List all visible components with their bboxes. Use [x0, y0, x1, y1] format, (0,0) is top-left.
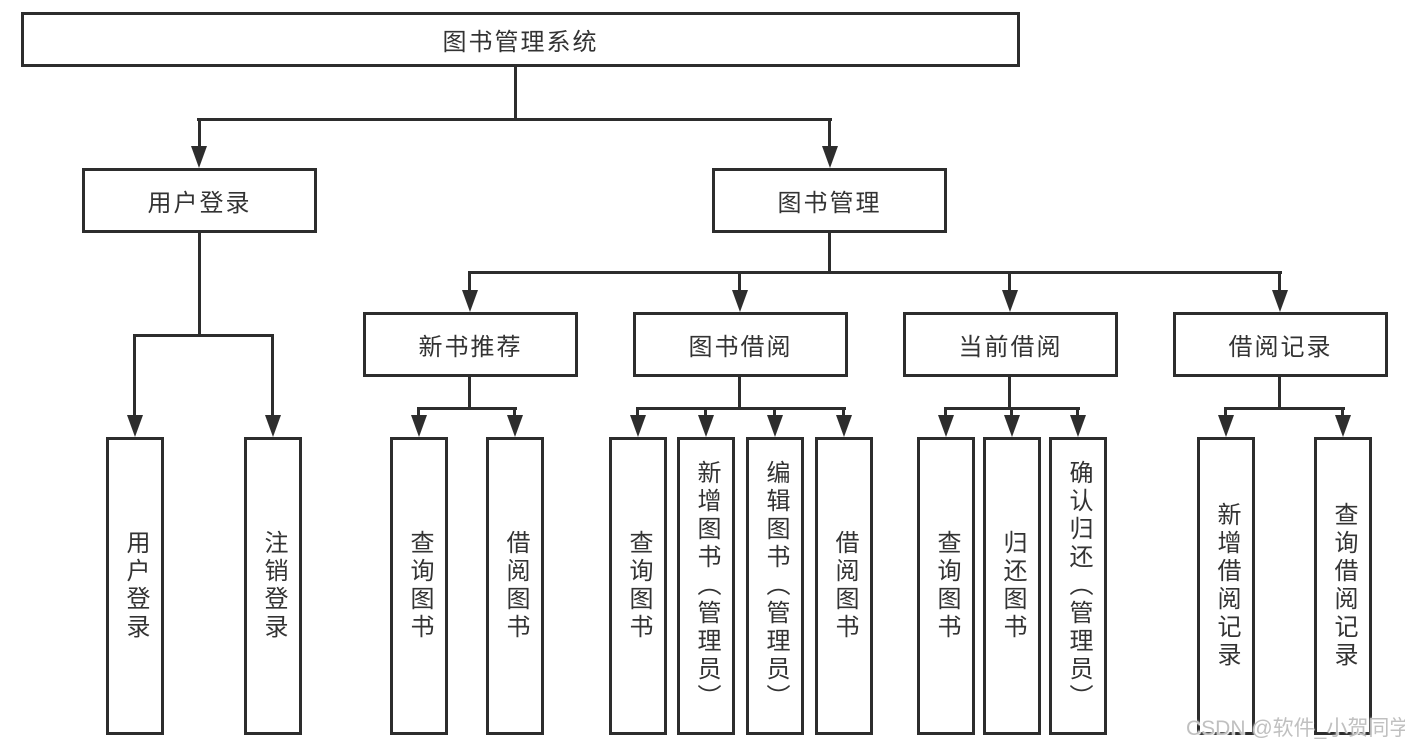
connector-borrow-record-stem	[1278, 377, 1281, 410]
connector-drop-book-borrow	[738, 271, 741, 292]
connector-drop-borrow-record	[1278, 271, 1281, 292]
leaf-label: 查询图书	[406, 530, 433, 642]
node-label: 图书管理系统	[442, 29, 599, 56]
node-user-login: 用户登录	[82, 168, 317, 233]
connector-book-management-stem	[828, 233, 831, 274]
connector-drop-login	[133, 334, 136, 417]
leaf-label: 用户登录	[122, 530, 149, 642]
arrow-down	[265, 415, 281, 437]
node-borrow-record: 借阅记录	[1173, 312, 1388, 377]
arrow-down	[732, 290, 748, 312]
node-label: 用户登录	[147, 190, 252, 217]
leaf-confirm-return-admin: 确认归还（管理员）	[1049, 437, 1107, 735]
arrow-down	[127, 415, 143, 437]
node-library-management-system: 图书管理系统	[21, 12, 1020, 67]
leaf-label: 注销登录	[260, 530, 287, 642]
leaf-query-books-recommend: 查询图书	[390, 437, 448, 735]
connector-drop	[1341, 407, 1344, 417]
connector-new-book-rail	[417, 407, 517, 410]
connector-new-book-stem	[468, 377, 471, 410]
node-book-management: 图书管理	[712, 168, 947, 233]
leaf-label: 归还图书	[999, 530, 1026, 642]
connector-book-borrow-stem	[738, 377, 741, 410]
leaf-label: 借阅图书	[831, 530, 858, 642]
leaf-query-books-borrow: 查询图书	[609, 437, 667, 735]
arrow-down	[698, 415, 714, 437]
node-label: 图书借阅	[688, 334, 793, 361]
connector-drop	[1076, 407, 1079, 417]
node-label: 图书管理	[777, 190, 882, 217]
leaf-query-books-current: 查询图书	[917, 437, 975, 735]
connector-user-login-stem	[198, 233, 201, 337]
connector-drop-new-book	[468, 271, 471, 292]
connector-drop	[417, 407, 420, 417]
connector-borrow-record-rail	[1224, 407, 1345, 410]
connector-drop	[513, 407, 516, 417]
node-label: 新书推荐	[418, 334, 523, 361]
arrow-down	[938, 415, 954, 437]
connector-root-stem	[514, 67, 517, 121]
leaf-borrow-books: 借阅图书	[815, 437, 873, 735]
leaf-query-borrow-record: 查询借阅记录	[1314, 437, 1372, 735]
connector-drop	[1224, 407, 1227, 417]
arrow-down	[191, 146, 207, 168]
node-label: 当前借阅	[958, 334, 1063, 361]
leaf-add-books-admin: 新增图书（管理员）	[677, 437, 735, 735]
arrow-down	[1218, 415, 1234, 437]
arrow-down	[411, 415, 427, 437]
arrow-down	[767, 415, 783, 437]
arrow-down	[1002, 290, 1018, 312]
arrow-down	[507, 415, 523, 437]
arrow-down	[822, 146, 838, 168]
node-book-borrow: 图书借阅	[633, 312, 848, 377]
connector-drop-book-management	[828, 118, 831, 148]
leaf-user-login: 用户登录	[106, 437, 164, 735]
arrow-down	[462, 290, 478, 312]
leaf-return-books: 归还图书	[983, 437, 1041, 735]
arrow-down	[1272, 290, 1288, 312]
node-current-borrow: 当前借阅	[903, 312, 1118, 377]
leaf-label: 查询图书	[933, 530, 960, 642]
connector-book-borrow-rail	[636, 407, 846, 410]
leaf-add-borrow-record: 新增借阅记录	[1197, 437, 1255, 735]
connector-drop-logout	[271, 334, 274, 417]
leaf-label: 编辑图书（管理员）	[762, 460, 789, 712]
node-new-book-recommend: 新书推荐	[363, 312, 578, 377]
leaf-label: 借阅图书	[502, 530, 529, 642]
arrow-down	[1004, 415, 1020, 437]
connector-user-login-rail	[133, 334, 274, 337]
arrow-down	[630, 415, 646, 437]
leaf-edit-books-admin: 编辑图书（管理员）	[746, 437, 804, 735]
connector-drop	[1010, 407, 1013, 417]
arrow-down	[1335, 415, 1351, 437]
node-label: 借阅记录	[1228, 334, 1333, 361]
leaf-label: 新增借阅记录	[1213, 502, 1240, 670]
watermark: CSDN @软件_小贺同学	[1186, 717, 1405, 740]
leaf-label: 查询图书	[625, 530, 652, 642]
connector-drop	[773, 407, 776, 417]
arrow-down	[1070, 415, 1086, 437]
arrow-down	[836, 415, 852, 437]
leaf-label: 确认归还（管理员）	[1065, 460, 1092, 712]
connector-drop	[704, 407, 707, 417]
leaf-borrow-books-recommend: 借阅图书	[486, 437, 544, 735]
connector-drop-current-borrow	[1008, 271, 1011, 292]
leaf-logout-login: 注销登录	[244, 437, 302, 735]
connector-root-rail	[197, 118, 832, 121]
connector-drop-user-login	[198, 118, 201, 148]
leaf-label: 新增图书（管理员）	[693, 460, 720, 712]
connector-book-management-rail	[468, 271, 1282, 274]
connector-drop	[636, 407, 639, 417]
connector-drop	[944, 407, 947, 417]
connector-drop	[842, 407, 845, 417]
leaf-label: 查询借阅记录	[1330, 502, 1357, 670]
connector-current-borrow-stem	[1008, 377, 1011, 410]
